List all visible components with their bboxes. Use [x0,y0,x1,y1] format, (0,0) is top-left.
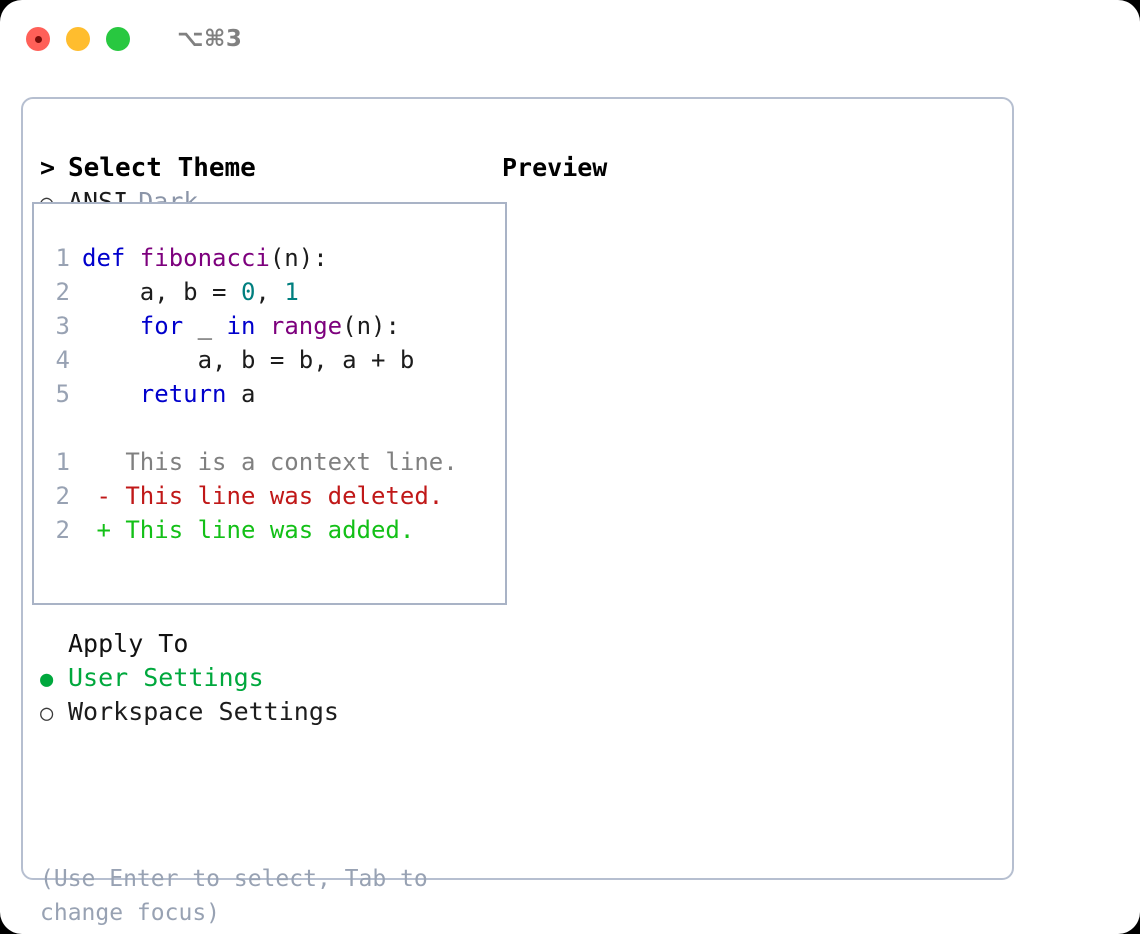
code-token: , [255,278,285,306]
content-panel: >Select Theme ○ANSIDark○Atom OneDark○Ayu… [21,97,1014,926]
line-number: 3 [55,312,70,340]
radio-selected-icon: ● [40,667,54,692]
code-line: 2 a, b = 0, 1 [48,275,458,309]
diff-line: 2 + This line was added. [48,513,458,547]
radio-unselected-icon: ○ [40,701,54,726]
diff-line: 2 - This line was deleted. [48,479,458,513]
code-token: 1 [284,278,299,306]
code-token: a [226,380,256,408]
prompt-caret-icon: > [40,153,56,182]
line-number: 2 [55,482,70,510]
code-token: in [226,312,256,340]
close-button[interactable] [26,27,50,51]
code-token: fibonacci [139,244,270,272]
code-token [82,312,140,340]
line-number: 5 [55,380,70,408]
help-hint-text: (Use Enter to select, Tab to change focu… [40,866,428,926]
code-line: 4 a, b = b, a + b [48,343,458,377]
code-line: 1 def fibonacci(n): [48,241,458,275]
line-number: 1 [55,448,70,476]
diff-line: 1 This is a context line. [48,445,458,479]
apply-to-item[interactable]: ○ Workspace Settings [40,695,510,729]
minimize-button[interactable] [66,27,90,51]
apply-to-label: Workspace Settings [68,697,339,726]
code-token: def [82,244,140,272]
code-token: for [139,312,184,340]
title-bar: ⌥⌘3 [0,0,1140,78]
apply-to-list: ● User Settings ○ Workspace Settings [40,661,510,729]
line-number: 2 [55,278,70,306]
preview-column: Preview [502,151,1002,185]
code-token: a, b = [82,278,241,306]
diff-line-text: - This line was deleted. [82,482,444,510]
diff-line-text: + This line was added. [82,516,415,544]
line-number: 1 [55,244,70,272]
maximize-button[interactable] [106,27,130,51]
code-token: _ [183,312,227,340]
code-token [255,312,269,340]
code-token: (n): [342,312,400,340]
code-token: (n): [269,244,328,272]
theme-list-header: > Select Theme [40,151,510,185]
code-token: return [139,380,227,408]
apply-to-header-label: Apply To [68,629,189,658]
apply-to-item[interactable]: ● User Settings [40,661,510,695]
theme-list-header-label: Select Theme [68,153,256,183]
apply-to-label: User Settings [68,663,264,692]
diff-line-text: This is a context line. [82,448,458,476]
code-line: 5 return a [48,377,458,411]
preview-title: Preview [502,153,608,182]
line-number: 2 [55,516,70,544]
code-token: a, b = b, a + b [82,346,415,374]
line-number: 4 [55,346,70,374]
apply-to-header: Apply To [40,627,510,661]
code-token: 0 [240,278,256,306]
code-token [82,380,140,408]
keyboard-shortcut-label: ⌥⌘3 [177,26,243,52]
code-line: 3 for _ in range(n): [48,309,458,343]
code-token: range [269,312,343,340]
code-blank-line [48,411,458,445]
